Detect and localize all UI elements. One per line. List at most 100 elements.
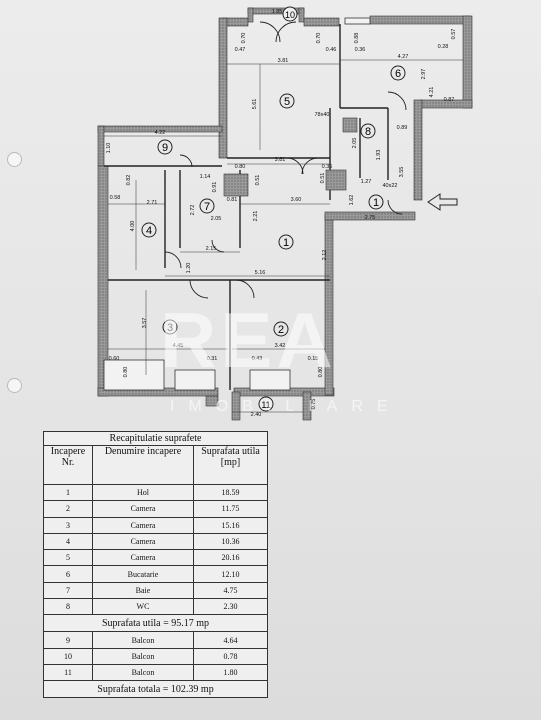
svg-text:0.51: 0.51 — [320, 173, 326, 184]
room-label-7: 7 — [199, 198, 215, 214]
svg-text:0.47: 0.47 — [235, 47, 246, 53]
svg-text:9: 9 — [162, 142, 168, 154]
svg-text:0.75: 0.75 — [311, 399, 317, 410]
svg-text:2.12: 2.12 — [322, 250, 328, 261]
svg-text:0.80: 0.80 — [123, 367, 129, 378]
dimension-lines — [104, 59, 463, 413]
svg-text:0.36: 0.36 — [322, 164, 333, 170]
svg-text:5: 5 — [284, 96, 290, 108]
area-summary-table: Recapitulatie suprafete Incapere Nr. Den… — [43, 431, 268, 699]
svg-text:0.81: 0.81 — [227, 197, 238, 203]
total-area: Suprafata totala = 102.39 mp — [43, 680, 268, 699]
header-nr: Incapere Nr. — [43, 445, 93, 485]
room-label-3: 3 — [162, 319, 178, 335]
svg-text:1.62: 1.62 — [349, 195, 355, 206]
svg-text:4.27: 4.27 — [398, 54, 409, 60]
svg-text:2.05: 2.05 — [211, 216, 222, 222]
svg-text:1.27: 1.27 — [361, 179, 372, 185]
svg-text:3.55: 3.55 — [399, 167, 405, 178]
svg-text:2.71: 2.71 — [147, 200, 158, 206]
svg-text:0.58: 0.58 — [110, 195, 121, 201]
svg-text:2.05: 2.05 — [352, 138, 358, 149]
svg-text:40x22: 40x22 — [383, 183, 398, 189]
dimension-labels: 1.85 0.70 0.70 0.88 0.47 0.46 0.36 0.28 … — [106, 9, 457, 418]
svg-text:1: 1 — [283, 237, 289, 249]
interior-walls — [104, 24, 389, 390]
svg-text:10: 10 — [285, 10, 295, 20]
svg-text:4.45: 4.45 — [173, 343, 184, 349]
svg-text:2.75: 2.75 — [365, 215, 376, 221]
svg-text:0.82: 0.82 — [126, 175, 132, 186]
svg-text:0.70: 0.70 — [241, 33, 247, 44]
svg-text:4: 4 — [146, 225, 152, 237]
svg-text:1.20: 1.20 — [186, 263, 192, 274]
svg-text:0.51: 0.51 — [255, 175, 261, 186]
room-label-11: 11 — [258, 396, 274, 412]
svg-text:1.93: 1.93 — [376, 150, 382, 161]
svg-text:0.70: 0.70 — [316, 33, 322, 44]
svg-text:0.15: 0.15 — [308, 356, 319, 362]
room-labels: 1 2 3 4 5 6 7 8 9 10 11 1 — [141, 6, 406, 412]
table-title: Recapitulatie suprafete — [43, 431, 268, 446]
punch-hole — [7, 378, 22, 393]
ducts — [205, 117, 358, 407]
svg-text:1.85: 1.85 — [272, 9, 283, 15]
svg-text:1.14: 1.14 — [200, 174, 211, 180]
svg-text:2: 2 — [278, 324, 284, 336]
svg-text:3: 3 — [167, 322, 173, 334]
svg-text:2.15: 2.15 — [206, 246, 217, 252]
svg-text:3.42: 3.42 — [275, 343, 286, 349]
svg-text:3.60: 3.60 — [291, 197, 302, 203]
svg-text:4.21: 4.21 — [429, 87, 435, 98]
room-label-2: 2 — [273, 321, 289, 337]
exterior-walls — [97, 7, 473, 421]
header-name: Denumire incapere — [92, 445, 194, 485]
svg-text:8: 8 — [365, 126, 371, 138]
svg-text:3.81: 3.81 — [278, 58, 289, 64]
windows — [103, 17, 371, 391]
svg-text:0.87: 0.87 — [444, 97, 455, 103]
svg-text:0.57: 0.57 — [451, 29, 457, 40]
svg-text:1: 1 — [373, 197, 379, 209]
svg-text:2.97: 2.97 — [421, 69, 427, 80]
svg-text:78x40: 78x40 — [315, 112, 330, 118]
svg-text:0.31: 0.31 — [207, 356, 218, 362]
svg-text:4.00: 4.00 — [130, 221, 136, 232]
svg-text:2.40: 2.40 — [251, 412, 262, 418]
svg-text:0.80: 0.80 — [235, 164, 246, 170]
svg-text:0.88: 0.88 — [354, 33, 360, 44]
entrance-arrow-icon — [427, 193, 458, 211]
room-label-10: 10 — [282, 6, 298, 22]
subtotal-usable-area: Suprafata utila = 95.17 mp — [43, 614, 268, 633]
room-label-1-entry: 1 — [368, 194, 384, 210]
svg-text:2.21: 2.21 — [253, 211, 259, 222]
svg-text:0.80: 0.80 — [318, 367, 324, 378]
svg-text:2.72: 2.72 — [190, 205, 196, 216]
room-label-6: 6 — [390, 65, 406, 81]
svg-text:0.89: 0.89 — [397, 125, 408, 131]
svg-text:0.28: 0.28 — [438, 44, 449, 50]
room-label-1: 1 — [278, 234, 294, 250]
svg-text:11: 11 — [261, 400, 270, 410]
room-label-8: 8 — [360, 123, 376, 139]
svg-text:4.22: 4.22 — [155, 130, 166, 136]
svg-text:0.43: 0.43 — [252, 356, 263, 362]
svg-text:7: 7 — [204, 201, 210, 213]
svg-text:5.61: 5.61 — [252, 99, 258, 110]
svg-text:5.16: 5.16 — [255, 270, 266, 276]
room-label-4: 4 — [141, 222, 157, 238]
svg-text:3.81: 3.81 — [275, 157, 286, 163]
svg-text:0.60: 0.60 — [109, 356, 120, 362]
room-label-9: 9 — [157, 139, 173, 155]
header-area: Suprafata utila [mp] — [193, 445, 268, 485]
